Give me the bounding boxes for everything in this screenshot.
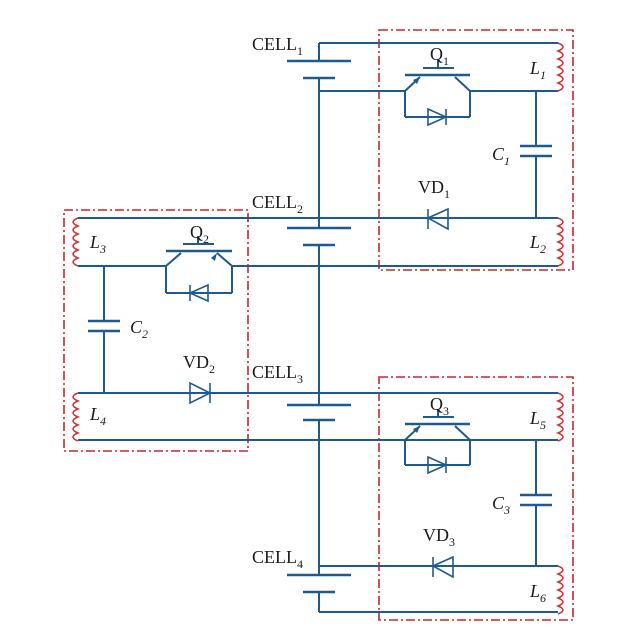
diode-vd2-label: VD2 (183, 352, 215, 376)
inductor-l1-coil (555, 42, 564, 92)
switch-q3-label: Q3 (430, 394, 449, 418)
cell1-label: CELL1 (252, 34, 303, 58)
module-box-3 (378, 376, 574, 621)
cell2-label: CELL2 (252, 192, 303, 216)
capacitor-c3-label: C3 (492, 493, 510, 517)
cell4-label: CELL4 (252, 547, 303, 571)
module-2-circuit (78, 217, 558, 441)
diode-vd3-label: VD3 (423, 525, 455, 549)
module-3-circuit (319, 409, 558, 613)
inductor-l5-coil (555, 392, 564, 442)
inductor-l2-coil (555, 217, 564, 267)
inductor-l1-label: L1 (529, 58, 546, 82)
cell-stack (287, 43, 351, 612)
inductor-l6-label: L6 (529, 581, 546, 605)
switch-q2-label: Q2 (190, 222, 209, 246)
capacitor-c2-label: C2 (130, 317, 148, 341)
inductor-l5-label: L5 (529, 408, 546, 432)
inductor-l4-coil (72, 392, 81, 442)
module-box-2 (63, 209, 249, 452)
inductor-l3-coil (72, 217, 81, 267)
inductor-l6-coil (555, 565, 564, 615)
module-box-1 (378, 29, 574, 271)
inductor-l2-label: L2 (529, 232, 546, 256)
switch-q1-label: Q1 (430, 44, 449, 68)
capacitor-c1-label: C1 (492, 144, 510, 168)
inductor-l3-label: L3 (89, 232, 106, 256)
diode-vd1-label: VD1 (418, 177, 450, 201)
module-1-circuit (319, 42, 558, 267)
inductor-l4-label: L4 (89, 404, 106, 428)
cell3-label: CELL3 (252, 362, 303, 386)
